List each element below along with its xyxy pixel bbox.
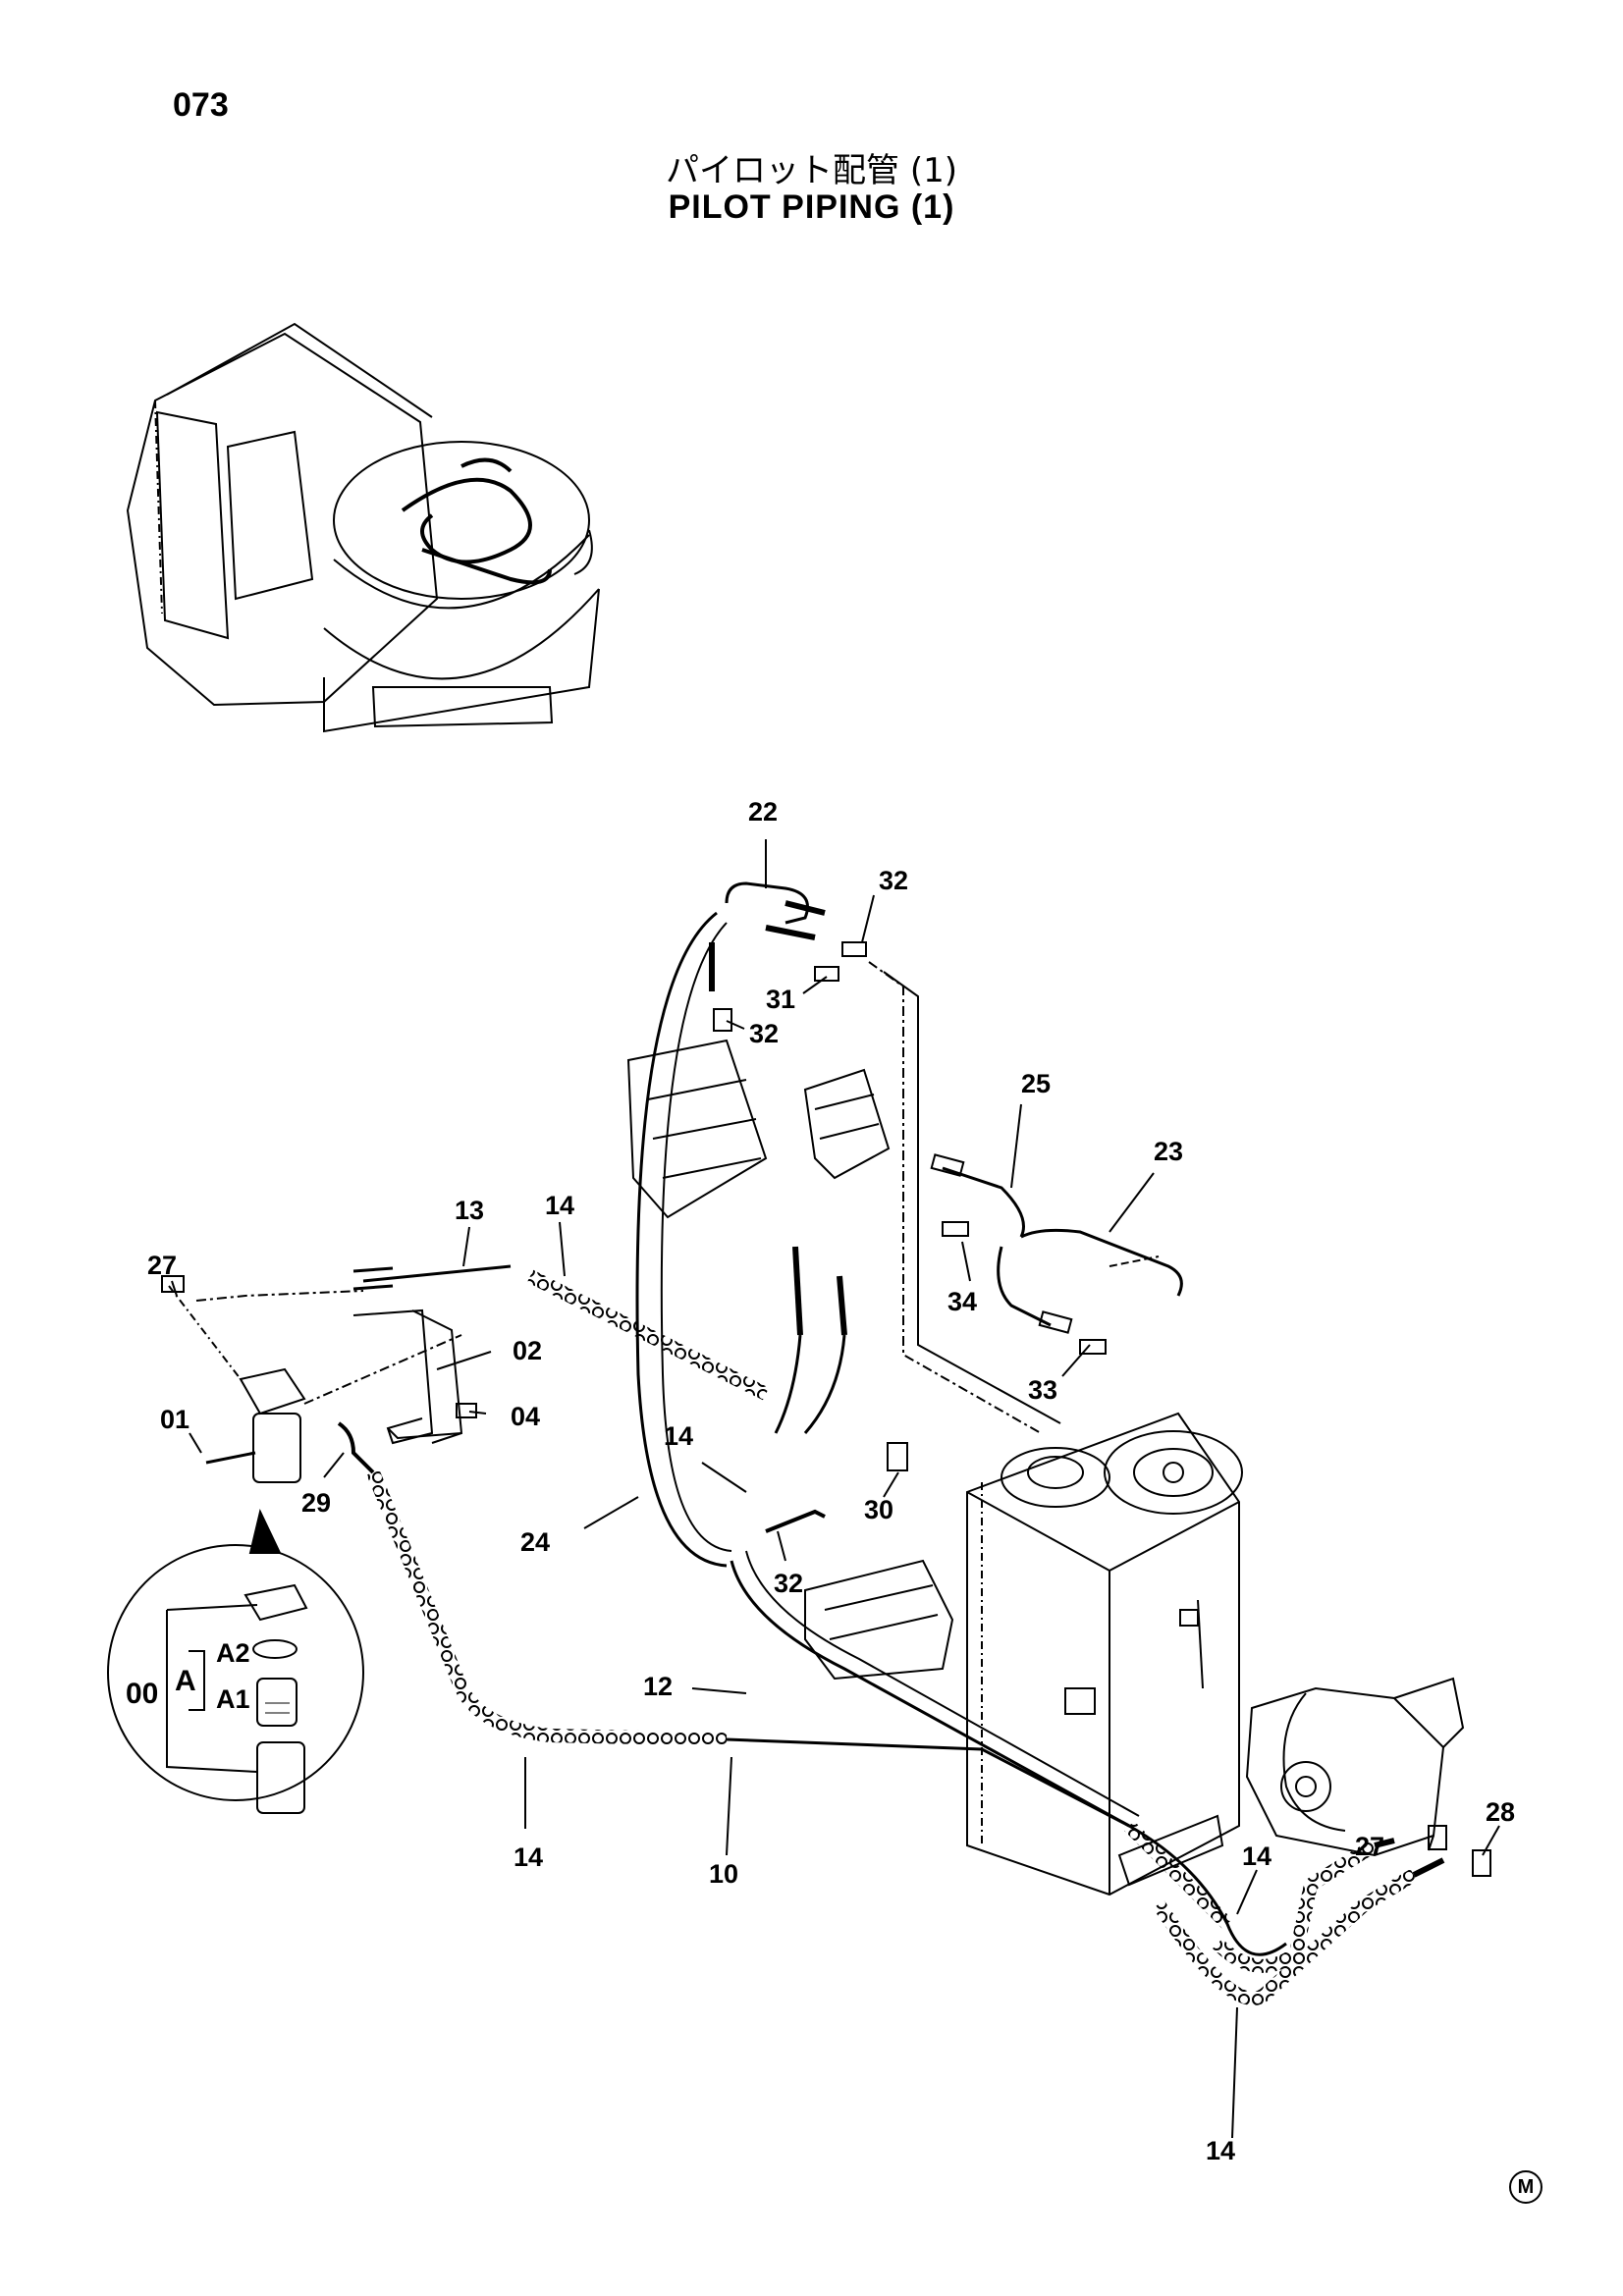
callout-34: 34 <box>947 1287 977 1316</box>
pilot-piping-assembly <box>161 881 1491 2005</box>
callout-28: 28 <box>1486 1797 1515 1827</box>
title-japanese: パイロット配管 (1) <box>666 151 957 190</box>
callout-29: 29 <box>301 1488 331 1518</box>
filter-detail-inset <box>107 1509 364 1814</box>
callout-01: 01 <box>160 1405 189 1434</box>
callout-24: 24 <box>520 1527 550 1557</box>
callout-00: 00 <box>126 1678 158 1710</box>
callout-14: 14 <box>664 1421 693 1451</box>
callout-32: 32 <box>774 1569 803 1598</box>
callout-14: 14 <box>1206 2136 1235 2165</box>
callout-14: 14 <box>1242 1842 1271 1871</box>
leader-lines <box>171 839 1500 2139</box>
callout-labels: 22 32 31 32 25 23 13 14 27 02 34 33 01 0… <box>126 797 1515 2165</box>
callout-27: 27 <box>147 1251 177 1280</box>
callout-14: 14 <box>545 1191 574 1220</box>
callout-a1: A1 <box>216 1684 250 1714</box>
callout-32: 32 <box>879 866 908 895</box>
callout-12: 12 <box>643 1672 673 1701</box>
callout-a2: A2 <box>216 1638 250 1668</box>
callout-25: 25 <box>1021 1069 1051 1098</box>
callout-14: 14 <box>514 1842 543 1872</box>
callout-23: 23 <box>1154 1137 1183 1166</box>
callout-04: 04 <box>511 1402 540 1431</box>
callout-30: 30 <box>864 1495 893 1524</box>
corner-mark: M <box>1509 2170 1542 2204</box>
excavator-overview <box>126 322 600 733</box>
callout-32: 32 <box>749 1019 779 1048</box>
callout-13: 13 <box>455 1196 484 1225</box>
callout-33: 33 <box>1028 1375 1057 1405</box>
callout-10: 10 <box>709 1859 738 1889</box>
callout-02: 02 <box>513 1336 542 1365</box>
callout-22: 22 <box>748 797 778 827</box>
callout-27: 27 <box>1355 1832 1384 1861</box>
title-english: PILOT PIPING (1) <box>668 188 955 226</box>
callout-a: A <box>175 1665 196 1697</box>
page-number: 073 <box>173 86 229 124</box>
callout-31: 31 <box>766 985 795 1014</box>
